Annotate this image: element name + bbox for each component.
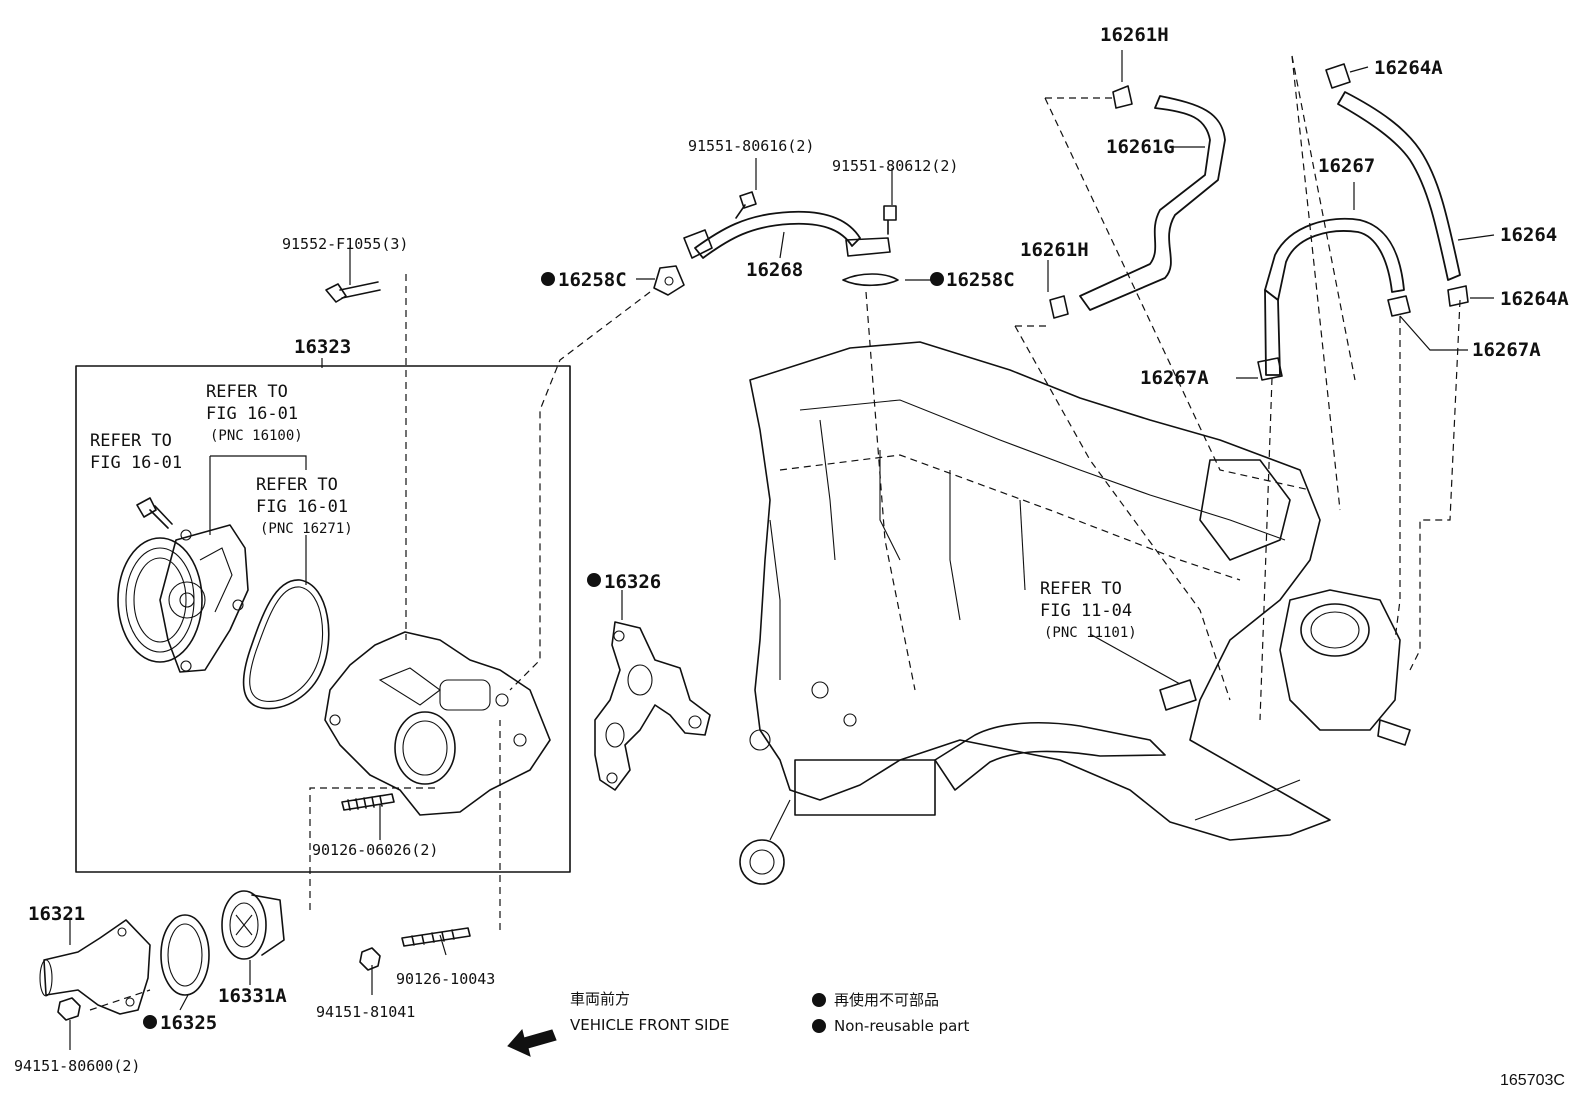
label-16261H-top: 16261H xyxy=(1100,24,1169,46)
label-16323: 16323 xyxy=(294,336,351,358)
label-91551-80612: 91551-80612(2) xyxy=(832,157,958,175)
water-pump-illustration xyxy=(117,524,249,673)
bolt-waterpump-illustration xyxy=(136,497,173,529)
nonreuse-bullet-icon xyxy=(812,993,826,1007)
nonreuse-bullet-icon xyxy=(812,1019,826,1033)
label-16261G: 16261G xyxy=(1106,136,1175,158)
label-16261H-mid: 16261H xyxy=(1020,239,1089,261)
label-16267: 16267 xyxy=(1318,155,1375,177)
gasket-16326-illustration xyxy=(594,621,711,791)
label-16267A-right: 16267A xyxy=(1472,339,1541,361)
hose-16267-illustration xyxy=(1257,217,1411,381)
water-outlet-16321-illustration xyxy=(39,919,151,1015)
refer-note-4-line3: (PNC 11101) xyxy=(1044,625,1137,641)
label-16267A-left: 16267A xyxy=(1140,367,1209,389)
vehicle-front-arrow-icon xyxy=(507,1028,557,1057)
label-16264: 16264 xyxy=(1500,224,1557,246)
bolt-91552-illustration xyxy=(325,281,381,303)
refer-note-2-line1: REFER TO xyxy=(90,431,172,451)
refer-note-4-line2: FIG 11-04 xyxy=(1040,601,1132,621)
label-94151-81041: 94151-81041 xyxy=(316,1003,415,1021)
nonreuse-en: Non-reusable part xyxy=(834,1017,969,1035)
stud-06026-illustration xyxy=(341,793,395,811)
label-94151-80600: 94151-80600(2) xyxy=(14,1057,140,1075)
refer-note-1-line2: FIG 16-01 xyxy=(206,404,298,424)
label-90126-10043: 90126-10043 xyxy=(396,970,495,988)
label-16258C-right: 16258C xyxy=(946,269,1015,291)
refer-note-2-line2: FIG 16-01 xyxy=(90,453,182,473)
label-16264A-bottom: 16264A xyxy=(1500,288,1569,310)
refer-note-3-line2: FIG 16-01 xyxy=(256,497,348,517)
refer-note-3-line1: REFER TO xyxy=(256,475,338,495)
label-90126-06026: 90126-06026(2) xyxy=(312,841,438,859)
refer-note-4-line1: REFER TO xyxy=(1040,579,1122,599)
engine-block-illustration xyxy=(739,341,1411,885)
water-pipe-16268-illustration xyxy=(653,191,899,296)
nonreuse-jp: 再使用不可部品 xyxy=(834,991,939,1009)
nonreuse-bullet-icon xyxy=(541,272,555,286)
label-91551-80616: 91551-80616(2) xyxy=(688,137,814,155)
assembly-box-16323 xyxy=(75,365,571,873)
label-16258C-left: 16258C xyxy=(558,269,627,291)
refer-note-3-line3: (PNC 16271) xyxy=(260,521,353,537)
stud-10043-illustration xyxy=(401,927,471,947)
vehicle-front-en: VEHICLE FRONT SIDE xyxy=(570,1016,730,1034)
label-16321: 16321 xyxy=(28,903,85,925)
nut-80600-illustration xyxy=(57,997,81,1021)
dashed-leader-lines xyxy=(89,55,1461,1011)
label-91552-F1055: 91552-F1055(3) xyxy=(282,235,408,253)
figure-number: 165703C xyxy=(1500,1072,1565,1089)
vehicle-front-jp: 車両前方 xyxy=(570,990,630,1008)
label-16331A: 16331A xyxy=(218,985,287,1007)
water-inlet-housing-illustration xyxy=(324,631,551,816)
nonreuse-bullet-icon xyxy=(587,573,601,587)
label-16268: 16268 xyxy=(746,259,803,281)
thermostat-16331A-illustration xyxy=(221,890,285,960)
nonreuse-bullet-icon xyxy=(930,272,944,286)
label-16264A-top: 16264A xyxy=(1374,57,1443,79)
nut-81041-illustration xyxy=(359,947,381,971)
o-ring-gasket-illustration xyxy=(242,579,330,710)
nonreuse-bullet-icon xyxy=(143,1015,157,1029)
label-16325: 16325 xyxy=(160,1012,217,1034)
refer-note-1-line3: (PNC 16100) xyxy=(210,428,303,444)
leader-lines xyxy=(69,50,1495,1050)
hose-16261G-illustration xyxy=(1049,85,1226,319)
refer-note-1-line1: REFER TO xyxy=(206,382,288,402)
gasket-16325-illustration xyxy=(160,914,210,996)
hose-16264-illustration xyxy=(1325,63,1469,307)
label-16326: 16326 xyxy=(604,571,661,593)
